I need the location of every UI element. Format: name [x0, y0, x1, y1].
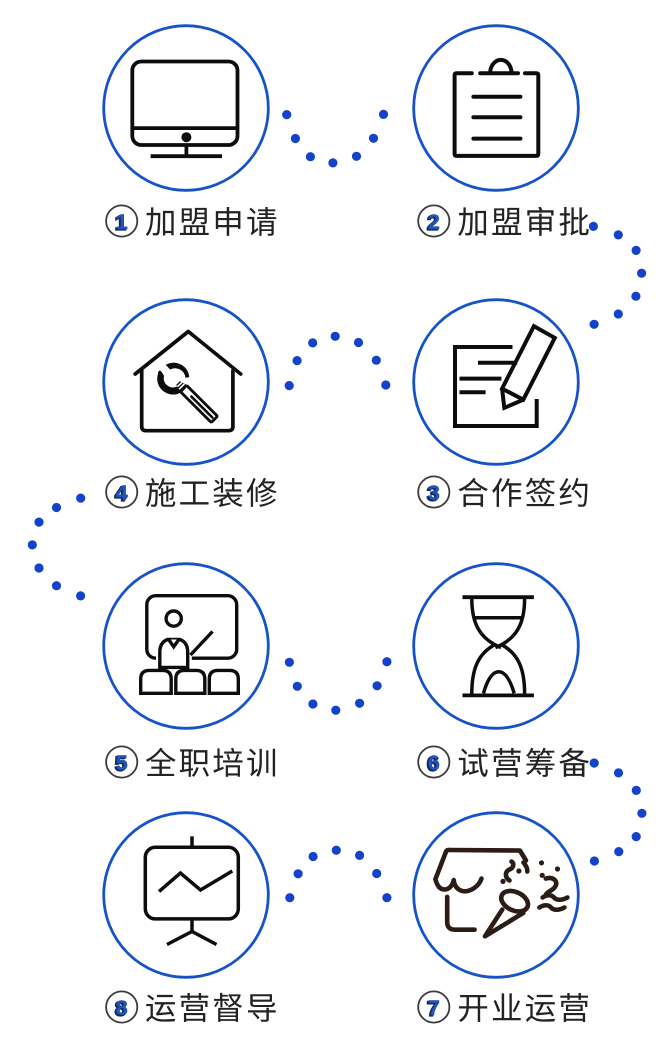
svg-text:6: 6: [428, 751, 440, 775]
svg-text:8: 8: [116, 996, 128, 1020]
svg-text:3: 3: [428, 481, 440, 505]
svg-text:3: 3: [427, 482, 439, 506]
svg-text:2: 2: [427, 211, 439, 235]
svg-text:4: 4: [114, 482, 126, 506]
svg-text:5: 5: [114, 752, 126, 776]
svg-text:2: 2: [428, 210, 440, 234]
svg-text:6: 6: [427, 752, 439, 776]
svg-text:1: 1: [114, 211, 126, 235]
svg-text:8: 8: [114, 997, 126, 1021]
svg-text:5: 5: [116, 751, 128, 775]
svg-text:4: 4: [116, 481, 128, 505]
svg-text:7: 7: [428, 996, 440, 1020]
svg-text:1: 1: [116, 210, 128, 234]
svg-text:7: 7: [427, 997, 439, 1021]
